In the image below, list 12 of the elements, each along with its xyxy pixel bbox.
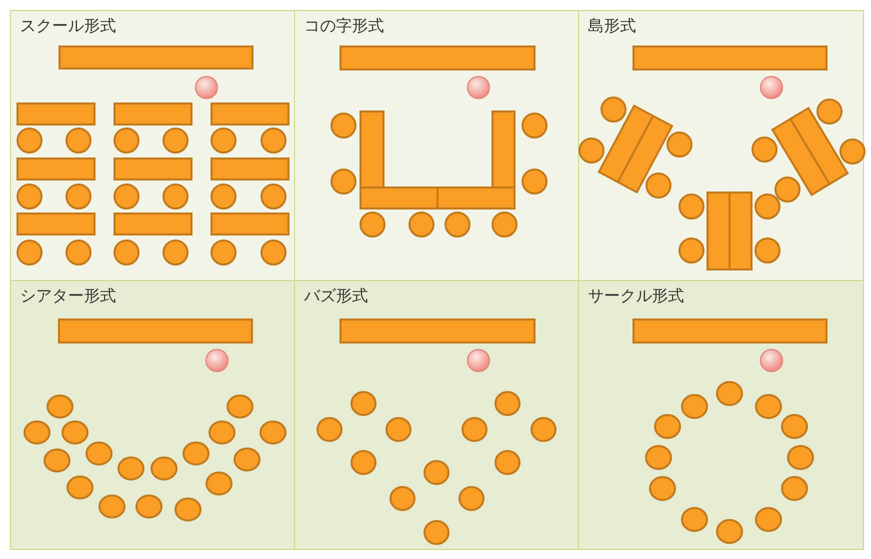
layout-panel <box>10 280 295 550</box>
layout-panel <box>294 280 579 550</box>
panel-title: コの字形式 <box>304 16 384 36</box>
layout-panel <box>578 280 864 550</box>
panel-title: シアター形式 <box>20 286 116 306</box>
layout-panel <box>578 10 864 281</box>
panel-title: サークル形式 <box>588 286 684 306</box>
panel-title: 島形式 <box>588 16 636 36</box>
panel-title: バズ形式 <box>304 286 368 306</box>
layout-panel <box>10 10 295 281</box>
panel-title: スクール形式 <box>20 16 116 36</box>
layout-panel <box>294 10 579 281</box>
